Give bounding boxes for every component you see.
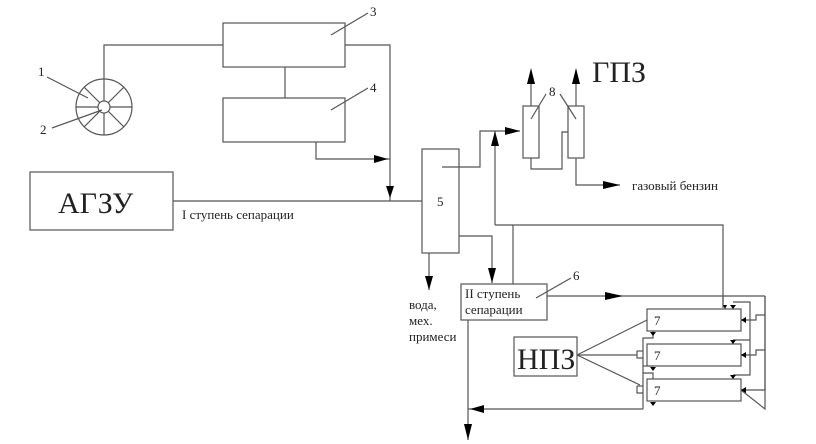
arrow-into-8 bbox=[505, 127, 520, 135]
arrow-down-3 bbox=[386, 186, 394, 198]
arrow-bottom-out bbox=[464, 424, 472, 440]
unit-4-box bbox=[222, 97, 346, 143]
label-3: 3 bbox=[370, 4, 377, 19]
arrow-water bbox=[425, 276, 433, 290]
column-8a bbox=[522, 105, 540, 159]
label-7a: 7 bbox=[654, 313, 661, 328]
unit-7a-box bbox=[646, 308, 742, 332]
leader-3 bbox=[330, 12, 369, 36]
unit-3-box bbox=[222, 22, 346, 68]
stage2-label-2: сепарации bbox=[465, 302, 523, 317]
label-4: 4 bbox=[370, 80, 377, 95]
pipe-5-gas-out bbox=[442, 130, 520, 168]
manifold-right-inner-2 bbox=[733, 340, 751, 376]
unit-7c-box bbox=[646, 378, 742, 402]
arrow-right-4 bbox=[374, 155, 388, 163]
water-label-2: мех. bbox=[409, 313, 433, 328]
label-5: 5 bbox=[437, 194, 444, 209]
label-1: 1 bbox=[38, 64, 45, 79]
water-label-1: вода, bbox=[409, 297, 437, 312]
arrow-up-8a bbox=[527, 68, 535, 84]
npz-line-3 bbox=[576, 354, 641, 386]
arrow-up-return bbox=[491, 131, 499, 146]
manifold-right-inner-1 bbox=[733, 301, 751, 341]
column-8b bbox=[567, 105, 585, 159]
arrow-gasoline bbox=[603, 181, 620, 189]
stage1-label: I ступень сепарации bbox=[182, 207, 294, 222]
npz-box bbox=[513, 336, 578, 377]
pipe-wheel-to-3 bbox=[103, 44, 223, 79]
pipe-return-loop bbox=[495, 224, 724, 308]
label-7c: 7 bbox=[654, 383, 661, 398]
arrow-6-to-7 bbox=[605, 292, 623, 300]
label-8: 8 bbox=[549, 84, 556, 99]
label-2: 2 bbox=[40, 122, 47, 137]
npz-label: НПЗ bbox=[517, 343, 575, 376]
manifold-right-outer bbox=[741, 296, 766, 391]
leader-1 bbox=[46, 76, 89, 99]
pipe-5-to-6 bbox=[459, 235, 493, 283]
unit-7b-box bbox=[646, 343, 742, 367]
label-7b: 7 bbox=[654, 348, 661, 363]
gpz-label: ГПЗ bbox=[592, 56, 646, 89]
leader-6 bbox=[535, 277, 572, 299]
stage2-label-1: II ступень bbox=[465, 286, 520, 301]
leader-2 bbox=[51, 109, 103, 129]
link-8a-8b bbox=[530, 131, 568, 170]
arrow-into-6 bbox=[488, 268, 496, 283]
water-label-3: примеси bbox=[409, 329, 457, 344]
label-6: 6 bbox=[573, 268, 580, 283]
wheel-unit bbox=[75, 78, 133, 136]
arrow-left-return bbox=[470, 405, 484, 413]
gasoline-label: газовый бензин bbox=[632, 178, 718, 193]
pipe-gasoline bbox=[575, 158, 620, 186]
pipe-3-down bbox=[345, 44, 391, 201]
npz-line-1 bbox=[576, 319, 648, 356]
agzu-label: АГЗУ bbox=[58, 187, 134, 220]
leader-8a bbox=[530, 93, 547, 120]
pipe-4-out bbox=[315, 142, 390, 160]
leader-4 bbox=[330, 87, 369, 111]
arrow-up-8b bbox=[572, 68, 580, 84]
separator-5-box bbox=[421, 148, 460, 254]
leader-8b bbox=[559, 93, 577, 120]
agzu-box bbox=[29, 171, 174, 231]
stage2-box bbox=[460, 283, 548, 321]
